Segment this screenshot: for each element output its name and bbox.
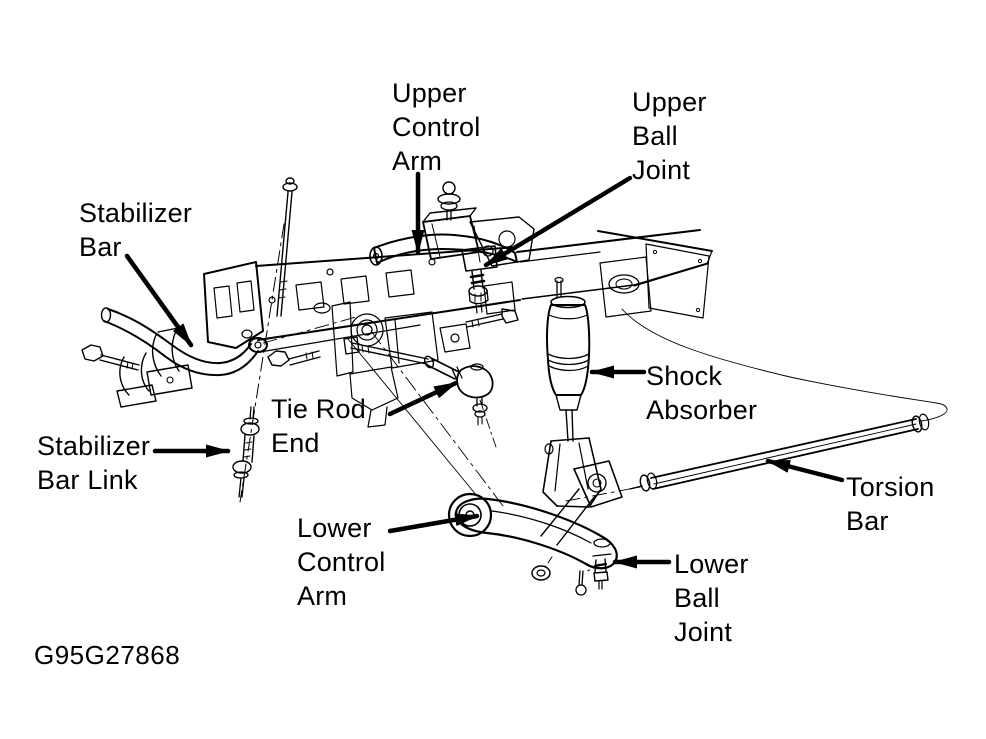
label-tie-rod-end: Tie Rod End [271, 394, 366, 458]
label-shock-absorber: Shock Absorber [646, 361, 758, 425]
stabilizer-bar-link-art [232, 406, 260, 498]
label-stabilizer-bar: Stabilizer Bar [79, 198, 193, 262]
label-torsion-bar: Torsion Bar [846, 472, 935, 536]
tie-rod-end-art [423, 355, 494, 426]
label-upper-control-arm: Upper Control Arm [392, 78, 481, 176]
arrow-upper-ball-joint [483, 175, 633, 268]
arrow-lower-control-arm [387, 513, 480, 534]
arrow-tie-rod-end [387, 380, 459, 417]
arrow-stabilizer-bar [124, 253, 194, 348]
label-stabilizer-bar-link: Stabilizer Bar Link [37, 431, 151, 495]
arrow-torsion-bar [765, 458, 845, 483]
inner-tie-rod-art [343, 336, 429, 365]
label-lower-control-arm: Lower Control Arm [297, 513, 386, 611]
lower-control-arm-art [447, 460, 623, 590]
bolt-art [267, 308, 519, 367]
shock-absorber-art [542, 276, 602, 508]
label-lower-ball-joint: Lower Ball Joint [674, 549, 749, 647]
label-upper-ball-joint: Upper Ball Joint [632, 87, 707, 185]
stabilizer-link-bolt-art [276, 177, 298, 317]
torsion-bar-art [565, 413, 930, 502]
stabilizer-bushing-bracket-art [81, 327, 193, 408]
phantom-lines [262, 308, 948, 507]
link-assembly-centerline [239, 223, 285, 503]
figure-id-code: G95G27868 [34, 640, 181, 670]
frame-rail-art [203, 229, 713, 353]
lower-arm-fasteners-art [531, 556, 600, 596]
callout-arrows [124, 171, 845, 569]
upper-ball-joint-art [461, 245, 498, 314]
